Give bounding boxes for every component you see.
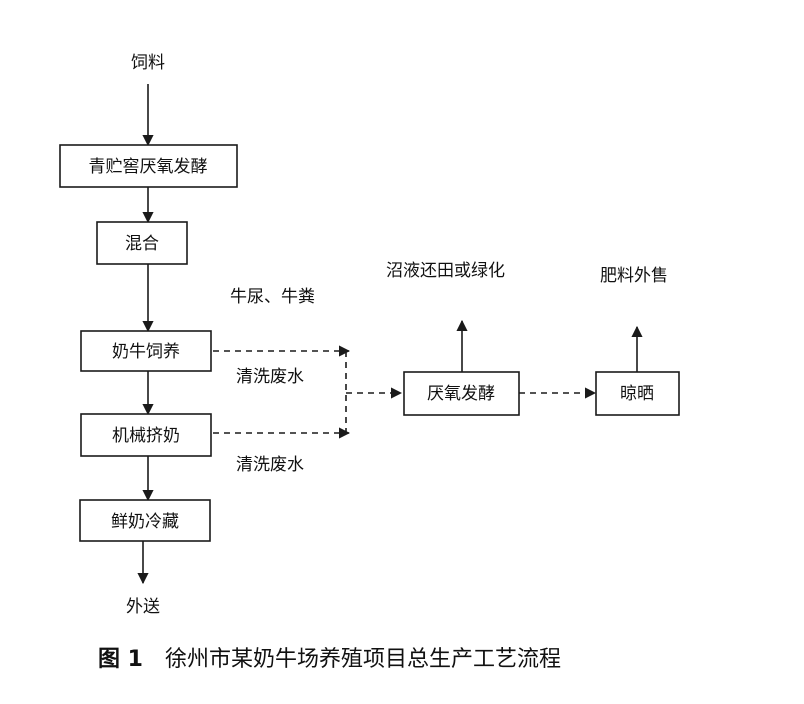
node-silage: 青贮窖厌氧发酵 bbox=[59, 144, 238, 188]
fertilizer-sale-label: 肥料外售 bbox=[600, 266, 668, 286]
node-cold-storage: 鲜奶冷藏 bbox=[79, 499, 211, 542]
wash-water-label-1: 清洗废水 bbox=[236, 367, 304, 387]
wash-water-label-2: 清洗废水 bbox=[236, 455, 304, 475]
node-mix: 混合 bbox=[96, 221, 188, 265]
node-anaerobic-label: 厌氧发酵 bbox=[427, 384, 495, 404]
biogas-use-label: 沼液还田或绿化 bbox=[386, 261, 505, 281]
node-silage-label: 青贮窖厌氧发酵 bbox=[89, 157, 208, 177]
node-cold-storage-label: 鲜奶冷藏 bbox=[111, 512, 179, 532]
node-drying-label: 晾晒 bbox=[620, 384, 654, 404]
urine-manure-label: 牛尿、牛粪 bbox=[230, 287, 315, 307]
node-anaerobic: 厌氧发酵 bbox=[403, 371, 520, 416]
figure-title: 徐州市某奶牛场养殖项目总生产工艺流程 bbox=[164, 647, 561, 672]
figure-number: 图 1 bbox=[98, 647, 143, 672]
feed-label: 饲料 bbox=[131, 53, 165, 73]
figure-caption: 图 1 徐州市某奶牛场养殖项目总生产工艺流程 bbox=[98, 641, 561, 673]
node-milking: 机械挤奶 bbox=[80, 413, 212, 457]
node-drying: 晾晒 bbox=[595, 371, 680, 416]
node-mix-label: 混合 bbox=[125, 234, 159, 254]
node-feeding-label: 奶牛饲养 bbox=[112, 342, 180, 362]
node-milking-label: 机械挤奶 bbox=[112, 426, 180, 446]
output-label: 外送 bbox=[126, 597, 160, 617]
node-feeding: 奶牛饲养 bbox=[80, 330, 212, 372]
